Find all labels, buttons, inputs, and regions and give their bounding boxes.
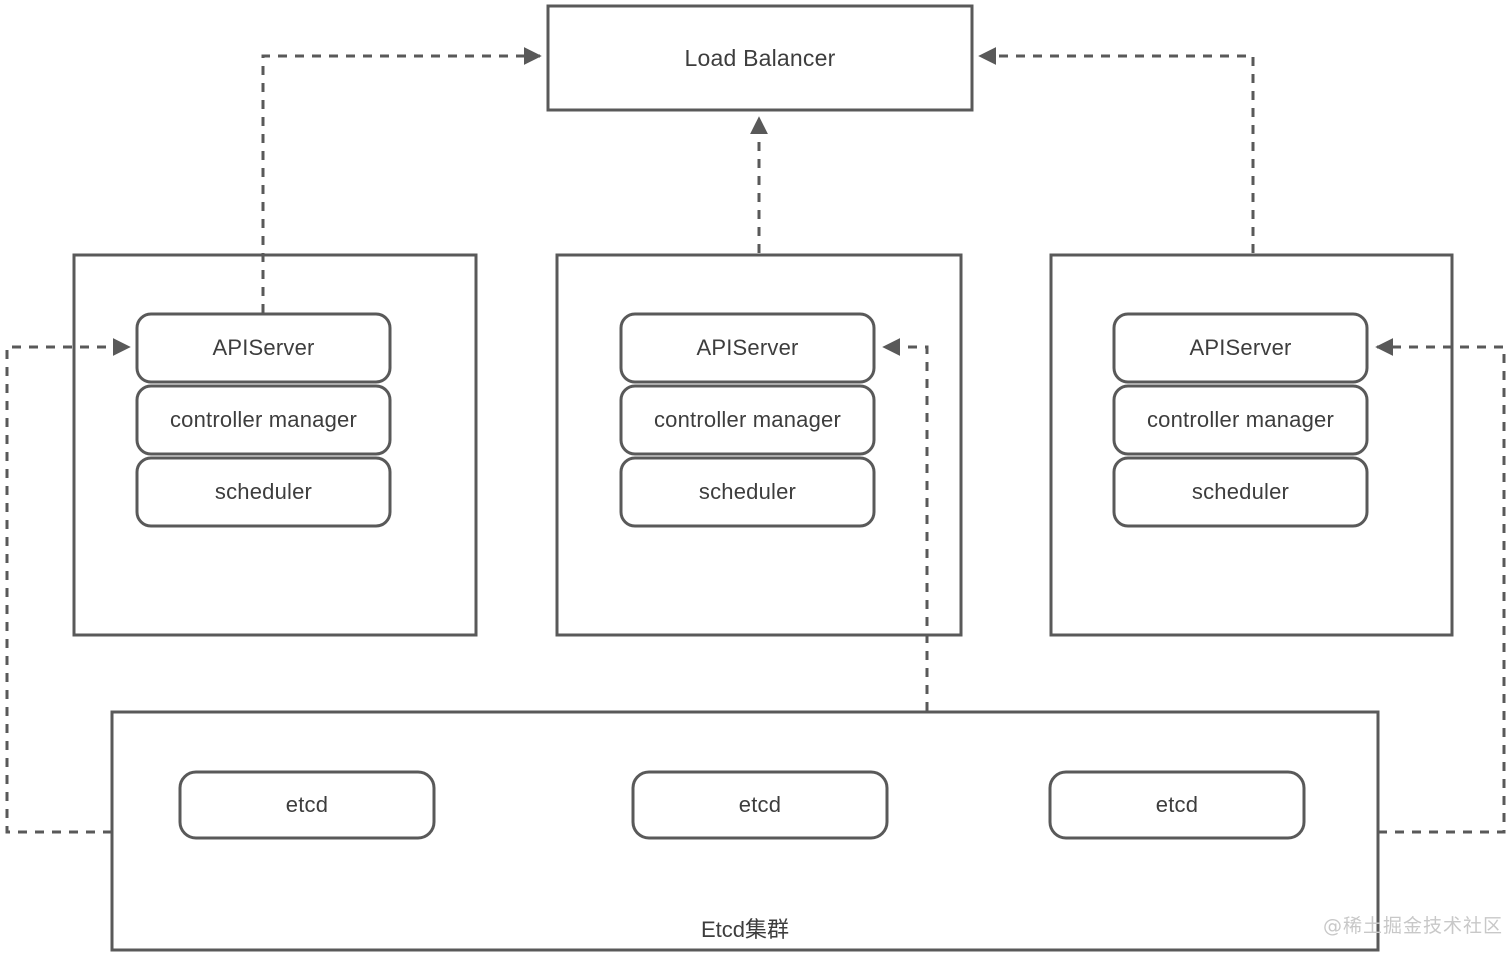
- scheduler-box-2[interactable]: [619, 456, 876, 528]
- load-balancer-box[interactable]: [546, 4, 974, 112]
- etcd-box-2[interactable]: [631, 770, 889, 840]
- apiserver-box-3[interactable]: [1112, 312, 1369, 384]
- connector-master3-to-loadbalancer: [978, 47, 1255, 253]
- connector-etcd-to-master1-apiserver: [5, 338, 131, 834]
- controller-manager-box-1[interactable]: [135, 384, 392, 456]
- scheduler-box-3[interactable]: [1112, 456, 1369, 528]
- etcd-box-3[interactable]: [1048, 770, 1306, 840]
- controller-manager-box-3[interactable]: [1112, 384, 1369, 456]
- apiserver-box-2[interactable]: [619, 312, 876, 384]
- etcd-cluster-label: Etcd集群: [700, 917, 790, 942]
- connector-etcd-to-master2-apiserver: [882, 338, 929, 711]
- watermark-text: @稀土掘金技术社区: [1323, 915, 1504, 937]
- controller-manager-box-2[interactable]: [619, 384, 876, 456]
- connector-master1-to-loadbalancer: [261, 47, 542, 313]
- etcd-box-1[interactable]: [178, 770, 436, 840]
- apiserver-box-1[interactable]: [135, 312, 392, 384]
- scheduler-box-1[interactable]: [135, 456, 392, 528]
